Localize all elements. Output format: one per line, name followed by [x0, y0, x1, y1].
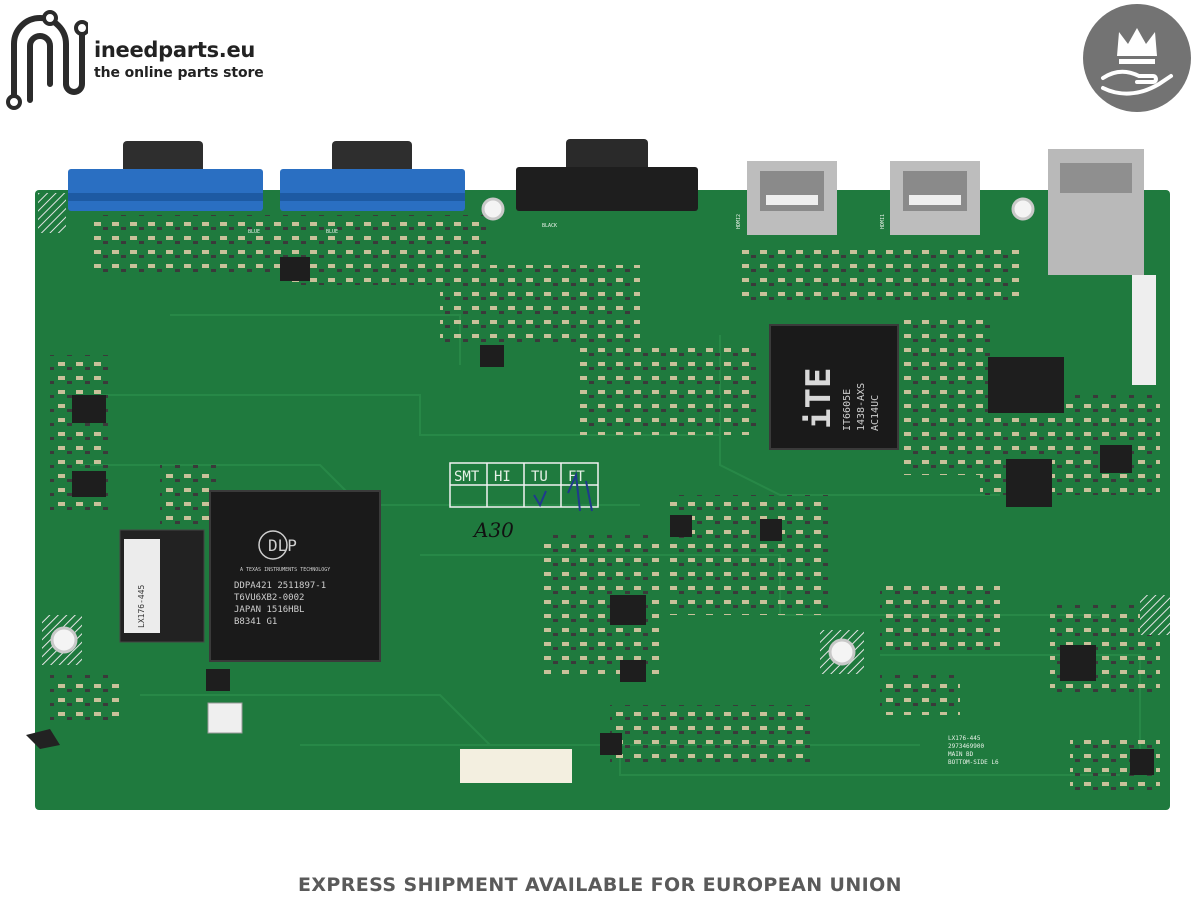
- dlp-chip: DLP A TEXAS INSTRUMENTS TECHNOLOGY DDPA4…: [209, 490, 381, 662]
- connector-label: BLUE: [326, 229, 338, 235]
- dlp-chip-line: JAPAN 1516HBL: [234, 605, 304, 615]
- shipping-banner: EXPRESS SHIPMENT AVAILABLE FOR EUROPEAN …: [298, 874, 902, 896]
- pen-mark: [533, 490, 547, 508]
- blank-label-patch: [460, 749, 572, 783]
- hdmi-port-2: [747, 161, 837, 235]
- pen-mark: [567, 471, 593, 512]
- white-component: [207, 702, 243, 734]
- qc-table-header: HI: [494, 469, 511, 485]
- ite-chip: iTE IT6605E 1438-AXS AC14UC: [769, 324, 899, 450]
- black-clip: [26, 729, 60, 749]
- connector-label: BLACK: [542, 223, 557, 229]
- site-logo[interactable]: ineedparts.eu the online parts store: [4, 4, 304, 110]
- site-tagline: the online parts store: [94, 65, 264, 81]
- dlp-chip-line: DDPA421 2511897-1: [234, 581, 326, 591]
- connector-label: BLUE: [248, 229, 260, 235]
- site-name: ineedparts.eu: [94, 38, 256, 62]
- hdmi-port-1: [890, 161, 980, 235]
- ite-chip-line: 1438-AXS: [856, 383, 867, 431]
- dlp-chip-brand-line: A TEXAS INSTRUMENTS TECHNOLOGY: [240, 567, 330, 573]
- dlp-chip-logo: DLP: [268, 536, 297, 555]
- ite-chip-logo: iTE: [799, 368, 839, 429]
- bottom-silkscreen: LX176-445 2973469900 MAIN BD BOTTOM-SIDE…: [948, 735, 999, 766]
- crown-hand-badge: [1083, 4, 1191, 112]
- smd-component-clusters: [50, 215, 1160, 795]
- mounting-holes: [50, 197, 1035, 666]
- connector-labels: BLUE BLUE BLACK HDMI2 HDMI1: [248, 214, 886, 235]
- small-ic-chips: [72, 257, 1154, 775]
- circuit-n-logo-icon: [6, 10, 88, 110]
- memory-chip: LX176-445: [119, 529, 205, 643]
- ite-chip-line: IT6605E: [842, 389, 853, 431]
- dlp-chip-line: B8341 G1: [234, 617, 277, 627]
- connector-label: HDMI2: [736, 214, 742, 229]
- crown-hand-icon: [1101, 28, 1173, 96]
- qc-table-header: SMT: [454, 469, 480, 485]
- memory-chip-label: LX176-445: [137, 584, 146, 628]
- silk-line: BOTTOM-SIDE L6: [948, 759, 999, 766]
- circuit-board-photo: DLP A TEXAS INSTRUMENTS TECHNOLOGY DDPA4…: [20, 135, 1185, 815]
- ite-chip-line: AC14UC: [870, 395, 881, 431]
- vga-connector-blue-2: [280, 141, 465, 211]
- dlp-chip-line: T6VU6XB2-0002: [234, 593, 304, 603]
- silk-line: LX176-445: [948, 735, 981, 742]
- handwritten-qc-table: SMT HI TU FT A30: [449, 462, 599, 542]
- connector-label: HDMI1: [880, 214, 886, 229]
- circuit-board: DLP A TEXAS INSTRUMENTS TECHNOLOGY DDPA4…: [26, 139, 1170, 810]
- ethernet-jack: [1048, 149, 1156, 385]
- silk-line: 2973469900: [948, 743, 985, 750]
- qc-table-header: TU: [531, 469, 548, 485]
- vga-connector-blue-1: [68, 141, 263, 211]
- vga-connector-black: [516, 139, 698, 211]
- silk-line: MAIN BD: [948, 751, 974, 758]
- handwritten-note: A30: [472, 518, 514, 542]
